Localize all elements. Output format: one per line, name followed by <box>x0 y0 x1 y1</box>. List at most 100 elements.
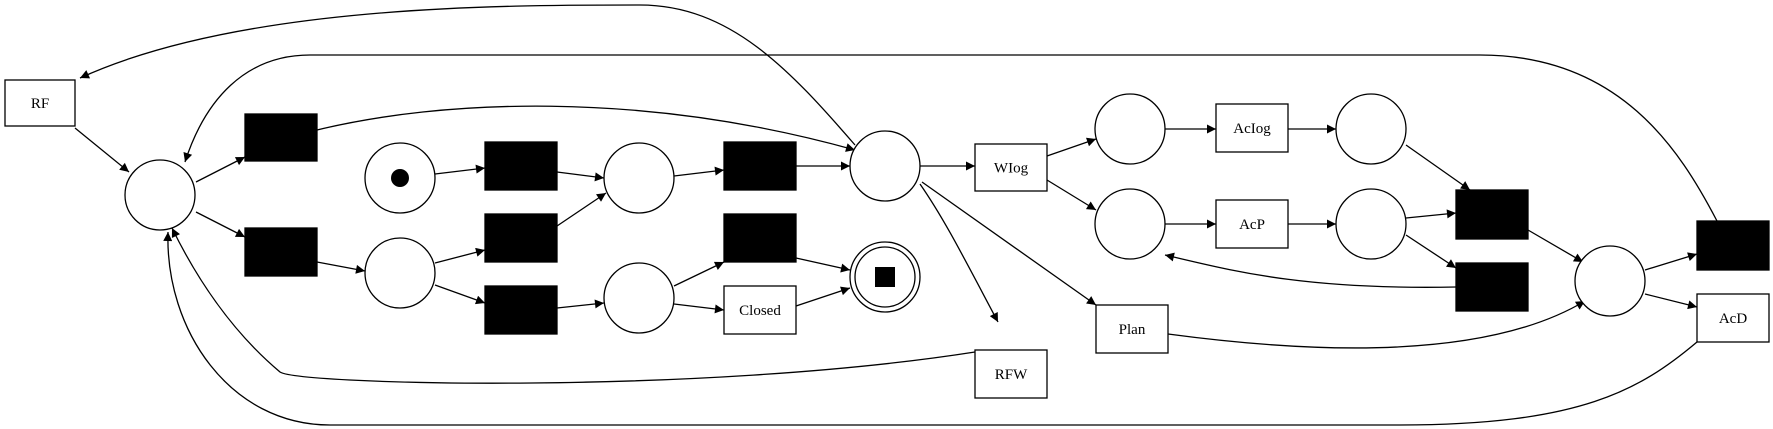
place-p-mid3 <box>603 262 675 334</box>
place-circle <box>849 130 921 202</box>
transition-box <box>974 143 1048 192</box>
arc <box>1046 137 1097 157</box>
transition-t-rf: RF <box>4 79 76 127</box>
arc <box>171 227 976 384</box>
transition-t-silent-to-sink <box>723 213 797 263</box>
transition-label: AcIog <box>1233 121 1271 137</box>
token-dot <box>391 169 409 187</box>
place-p-rf-in <box>124 159 196 231</box>
arc <box>556 192 607 227</box>
place-p-join <box>1574 245 1646 317</box>
place-p-acp-out <box>1335 188 1407 260</box>
arc <box>434 284 486 305</box>
silent-transition-box <box>484 141 558 191</box>
arc <box>921 181 1097 306</box>
place-circle <box>1335 188 1407 260</box>
place-circle <box>1335 93 1407 165</box>
arc <box>316 105 856 152</box>
transition-box <box>1696 293 1770 343</box>
arc <box>1164 252 1457 288</box>
arc <box>1046 179 1097 211</box>
arc <box>183 54 1718 222</box>
arc <box>556 299 605 309</box>
transition-box <box>1095 304 1169 354</box>
transition-t-acp: AcP <box>1215 199 1289 249</box>
transition-label: Closed <box>739 303 781 319</box>
place-circle <box>1574 245 1646 317</box>
transition-t-silent-join <box>1455 189 1529 240</box>
arc <box>195 156 246 183</box>
silent-transition-box <box>484 213 558 263</box>
arc <box>673 166 725 177</box>
place-circle <box>603 142 675 214</box>
places-layer <box>124 93 1646 334</box>
transition-label: RFW <box>995 367 1028 383</box>
place-circle <box>364 237 436 309</box>
transition-t-silent-src <box>484 141 558 191</box>
arc <box>163 231 1698 426</box>
silent-transition-box <box>244 227 318 277</box>
place-p-source <box>364 142 436 214</box>
arc <box>1644 252 1698 271</box>
transition-label: Plan <box>1119 322 1146 338</box>
arc <box>1644 293 1698 310</box>
transition-t-closed: Closed <box>723 285 797 335</box>
transition-box <box>1215 103 1289 153</box>
silent-transition-box <box>484 285 558 335</box>
silent-transition-box <box>723 141 797 191</box>
silent-transition-box <box>1455 189 1529 240</box>
arc <box>79 4 856 146</box>
place-p-wlog-a <box>1094 93 1166 165</box>
place-circle <box>603 262 675 334</box>
place-p-sink <box>849 241 921 313</box>
arc <box>1405 234 1457 269</box>
place-circle <box>1094 188 1166 260</box>
arc <box>673 303 725 314</box>
transition-t-silent-to-hub <box>723 141 797 191</box>
silent-transition-box <box>1455 262 1529 312</box>
transition-label: AcP <box>1239 217 1265 233</box>
final-marker-square <box>875 267 895 287</box>
transition-box <box>723 285 797 335</box>
transition-t-silent-loop <box>1455 262 1529 312</box>
silent-transition-box <box>723 213 797 263</box>
transition-t-aclog: AcIog <box>1215 103 1289 153</box>
transition-t-acd: AcD <box>1696 293 1770 343</box>
transition-t-silent-m1 <box>484 213 558 263</box>
silent-transition-box <box>1696 220 1770 271</box>
place-p-aclog-out <box>1335 93 1407 165</box>
transition-t-silent-low <box>244 227 318 277</box>
silent-transition-box <box>244 113 318 162</box>
place-p-hub <box>849 130 921 202</box>
arc <box>316 261 366 274</box>
transition-t-silent-far <box>1696 220 1770 271</box>
arc <box>919 183 999 323</box>
transition-t-wlog: WIog <box>974 143 1048 192</box>
arc <box>434 247 486 264</box>
place-p-mid2 <box>364 237 436 309</box>
arc <box>1167 300 1586 349</box>
arc <box>434 164 486 175</box>
arc <box>195 211 246 238</box>
transition-label: AcD <box>1719 311 1747 327</box>
transition-box <box>1215 199 1289 249</box>
transition-t-plan: Plan <box>1095 304 1169 354</box>
transition-box <box>4 79 76 127</box>
transition-t-silent-top <box>244 113 318 162</box>
transition-t-rfw: RFW <box>974 349 1048 399</box>
arc <box>74 127 130 173</box>
arc <box>556 171 605 182</box>
arc <box>1405 144 1471 191</box>
place-circle <box>124 159 196 231</box>
place-p-wlog-b <box>1094 188 1166 260</box>
arcs-layer <box>74 4 1718 426</box>
transition-t-silent-m2 <box>484 285 558 335</box>
transition-label: WIog <box>994 161 1029 177</box>
arc <box>673 261 725 287</box>
place-circle <box>1094 93 1166 165</box>
arc <box>1405 209 1457 219</box>
arc <box>795 286 851 307</box>
transition-label: RF <box>31 96 49 112</box>
arc <box>1527 229 1584 263</box>
